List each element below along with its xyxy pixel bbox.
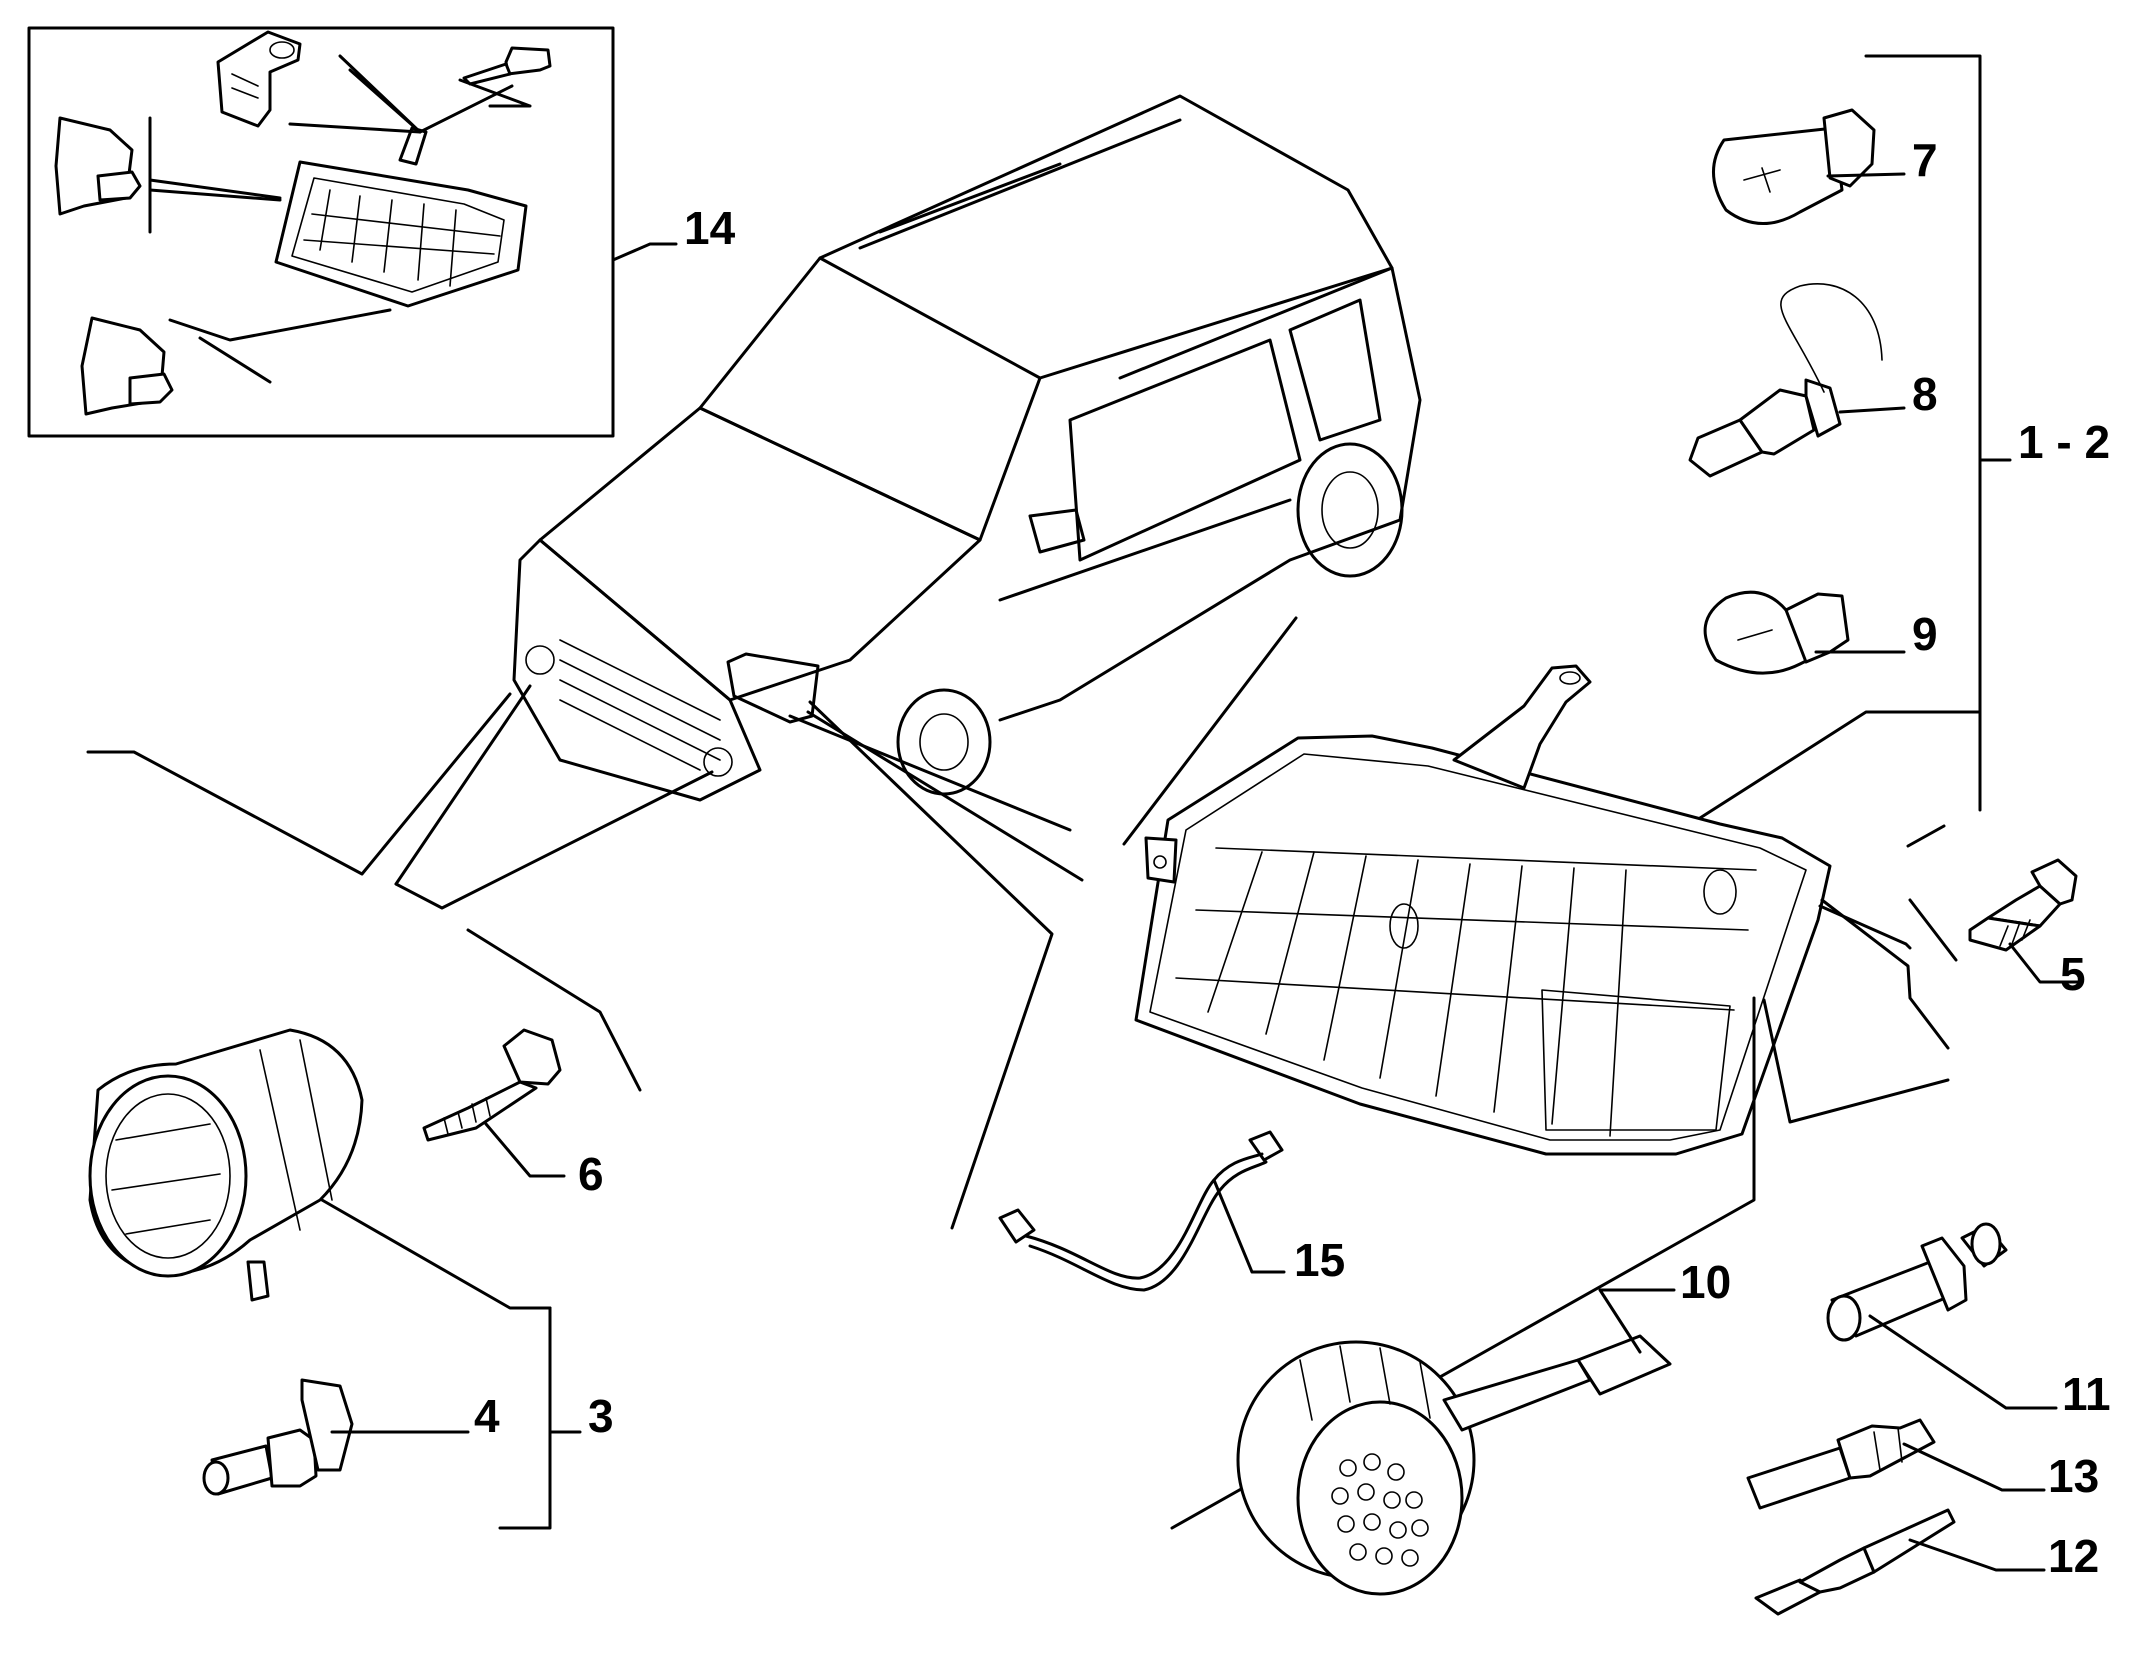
terminal-13[interactable] [1746, 1418, 2046, 1510]
inset-bracket[interactable] [216, 30, 302, 128]
fog-lamp-3[interactable] [88, 1028, 582, 1530]
callout-8: 8 [1912, 368, 1938, 420]
connector-10[interactable] [1236, 1288, 1676, 1596]
bulb-4[interactable] [202, 1378, 470, 1496]
callout-10: 10 [1680, 1256, 1731, 1308]
callout-7: 7 [1912, 134, 1938, 186]
callout-15: 15 [1294, 1234, 1345, 1286]
callout-3: 3 [588, 1390, 614, 1442]
inset-clip-lower[interactable] [80, 316, 174, 416]
bracket-1-2 [1864, 54, 2012, 812]
vehicle-illustration [512, 94, 1422, 802]
leader-lines [86, 616, 1298, 1230]
main-headlamp[interactable] [1134, 664, 1982, 1530]
screw-6[interactable] [422, 1028, 566, 1178]
wire-harness-15[interactable] [998, 1130, 1286, 1292]
inset-box [27, 26, 678, 438]
screw-5[interactable] [1968, 858, 2082, 984]
callout-12: 12 [2048, 1530, 2099, 1582]
bulb-9[interactable] [1703, 590, 1906, 675]
inset-lamp[interactable] [274, 126, 528, 308]
callout-9: 9 [1912, 608, 1938, 660]
pin-11[interactable] [1826, 1222, 2058, 1410]
callout-5: 5 [2060, 948, 2086, 1000]
bulb-8[interactable] [1688, 283, 1906, 478]
callout-6: 6 [578, 1148, 604, 1200]
callout-14: 14 [684, 202, 736, 254]
callout-11: 11 [2062, 1368, 2111, 1420]
callout-1-2: 1 - 2 [2018, 416, 2110, 468]
callout-4: 4 [474, 1390, 500, 1442]
terminal-12[interactable] [1754, 1508, 2046, 1616]
callout-13: 13 [2048, 1450, 2099, 1502]
inset-screw[interactable] [462, 46, 552, 86]
bulb-7[interactable] [1712, 108, 1906, 225]
inset-clip-upper[interactable] [54, 116, 142, 216]
